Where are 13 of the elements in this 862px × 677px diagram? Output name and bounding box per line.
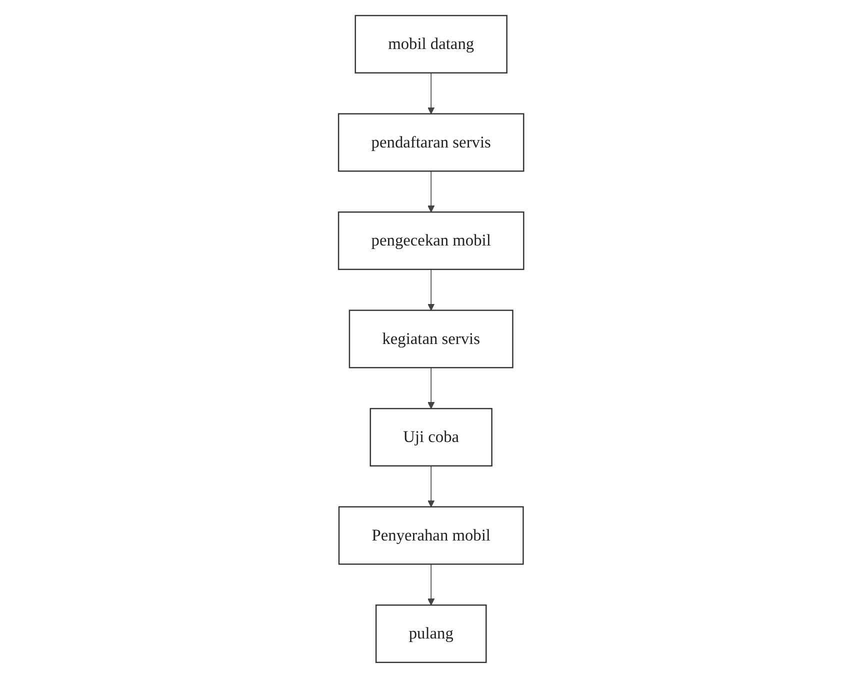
arrow bbox=[427, 268, 435, 310]
node-box: pengecekan mobil bbox=[338, 210, 524, 270]
arrow bbox=[427, 72, 435, 114]
node-box: Uji coba bbox=[370, 407, 492, 466]
arrow bbox=[427, 465, 435, 507]
arrow bbox=[427, 170, 435, 212]
node-box: Penyerahan mobil bbox=[338, 506, 524, 564]
arrow bbox=[427, 563, 435, 605]
node-box: pendaftaran servis bbox=[338, 112, 524, 172]
node-box: mobil datang bbox=[354, 14, 508, 73]
node-box: kegiatan servis bbox=[348, 309, 514, 368]
node-box: pulang bbox=[375, 604, 487, 663]
arrow bbox=[427, 366, 435, 408]
